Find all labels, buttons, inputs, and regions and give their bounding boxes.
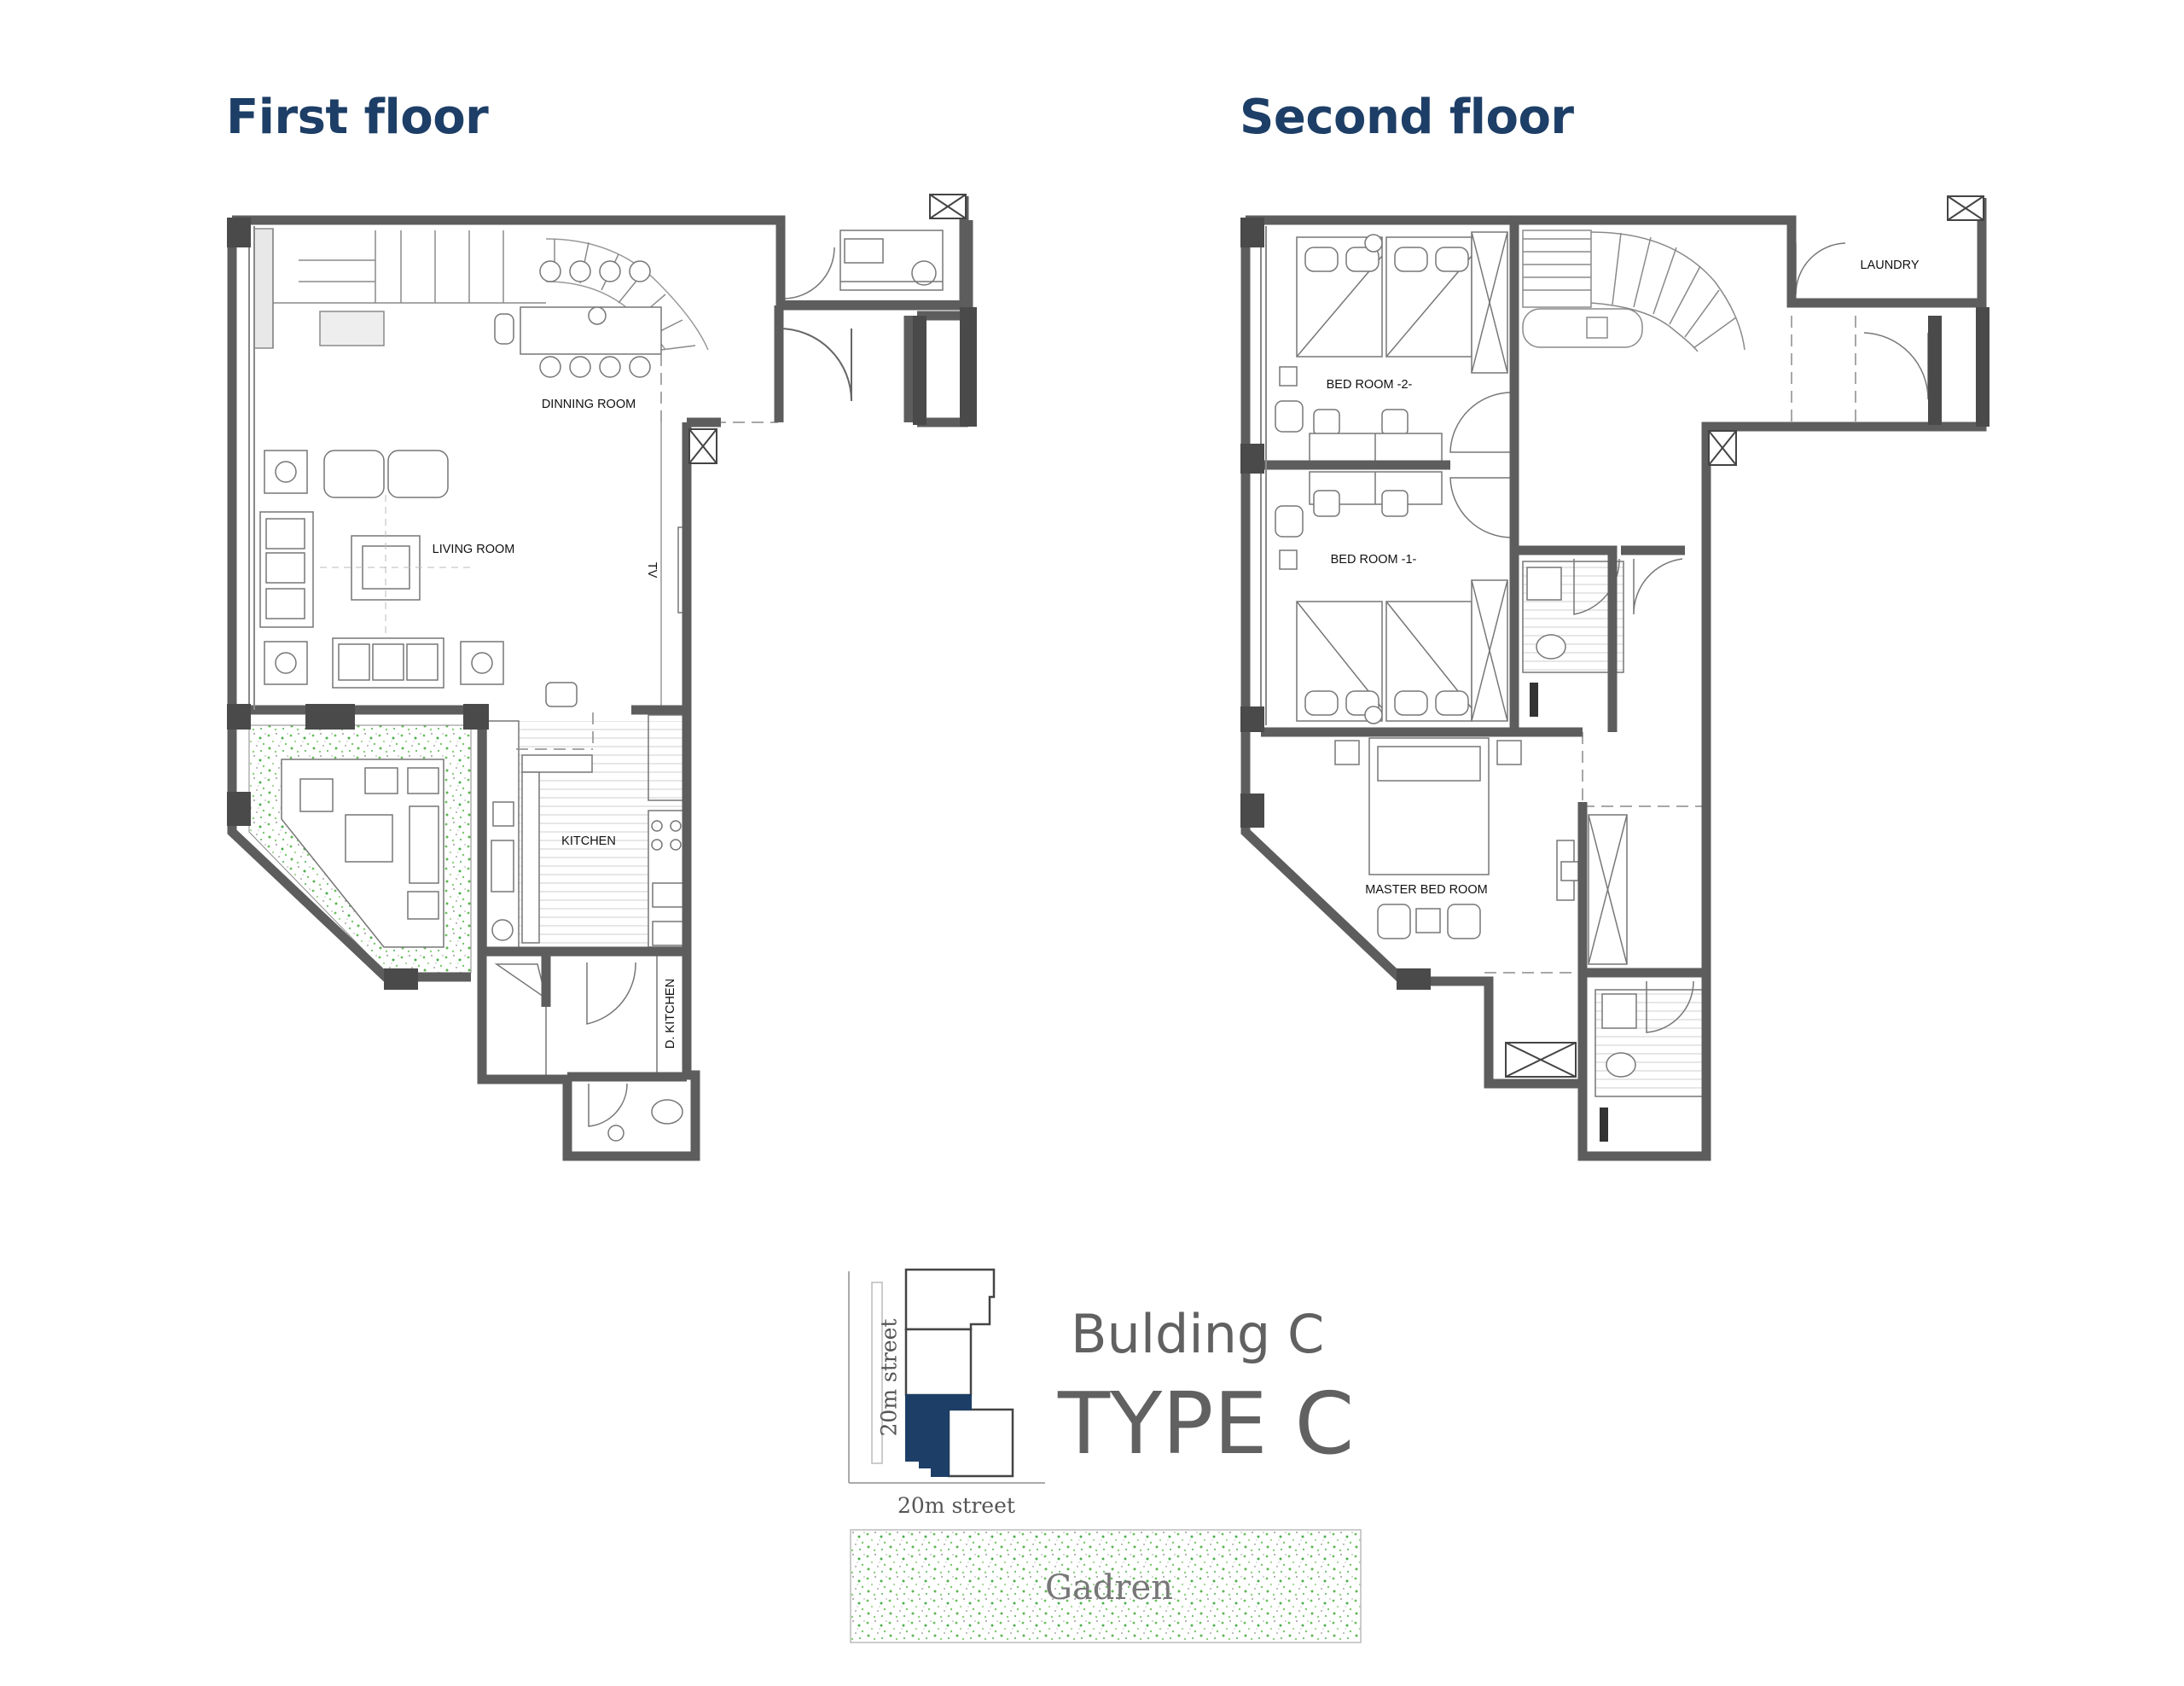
street-label-bottom: 20m street	[897, 1493, 1015, 1518]
first-floor-title: First floor	[226, 90, 489, 145]
living-room-label: LIVING ROOM	[433, 543, 515, 556]
master-bedroom-label: MASTER BED ROOM	[1365, 883, 1487, 897]
garden-strip	[850, 1529, 1362, 1643]
d-kitchen-label: D. KITCHEN	[664, 979, 677, 1049]
second-floor-plan: LAUNDRY BED ROOM -2- BED ROOM -1- MASTER…	[1240, 195, 1989, 1161]
second-floor-title: Second floor	[1240, 90, 1574, 145]
first-floor-plan: DINNING ROOM LIVING ROOM TV KITCHEN D. K…	[227, 194, 977, 1161]
garden-label: Gadren	[1045, 1568, 1173, 1608]
laundry-label: LAUNDRY	[1860, 259, 1919, 272]
dinning-room-label: DINNING ROOM	[542, 398, 636, 411]
tv-label: TV	[645, 562, 659, 578]
bedroom-1-label: BED ROOM -1-	[1331, 553, 1417, 567]
kitchen-label: KITCHEN	[561, 834, 616, 848]
bedroom-2-label: BED ROOM -2-	[1327, 378, 1413, 392]
street-label-side: 20m street	[876, 1318, 902, 1437]
type-c-highlight	[905, 1394, 972, 1477]
type-label: TYPE C	[1058, 1374, 1355, 1474]
building-name: Bulding C	[1071, 1303, 1325, 1365]
key-plan	[848, 1268, 1362, 1643]
